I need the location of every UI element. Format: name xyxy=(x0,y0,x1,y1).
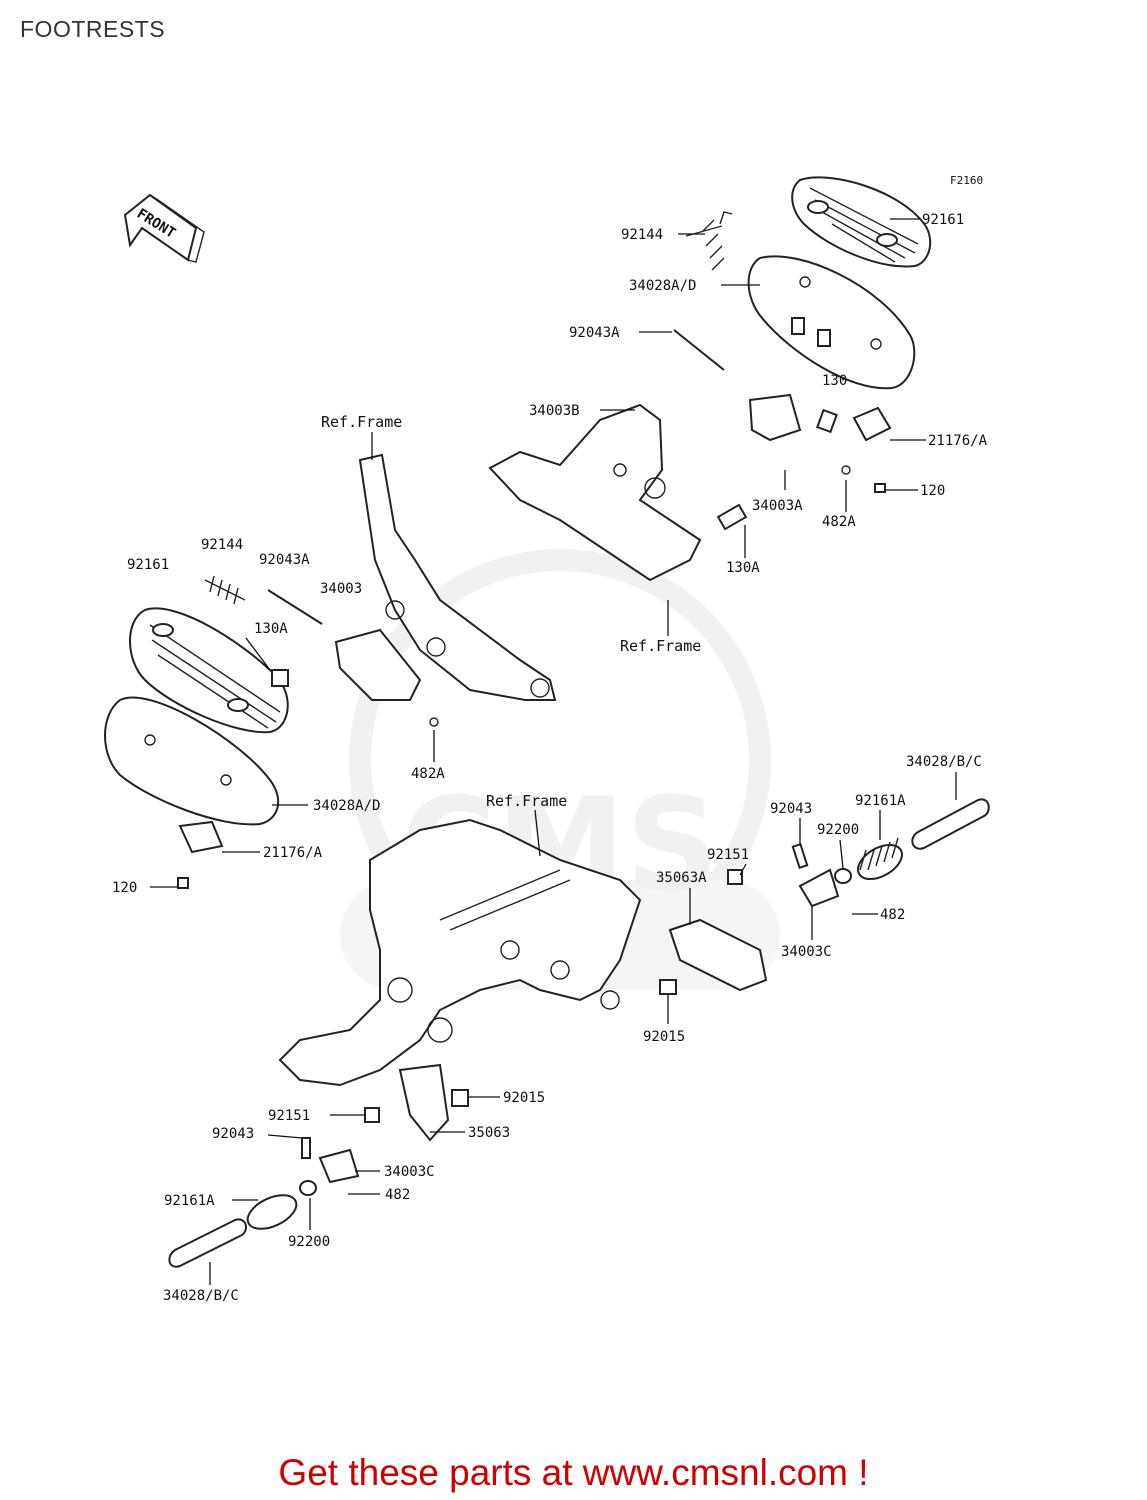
leader-lines xyxy=(150,218,957,1285)
frame-lower xyxy=(278,818,642,1087)
upper-bracket-34003B xyxy=(488,393,851,582)
callout-label: 34003C xyxy=(384,1164,435,1180)
front-arrow-icon: FRONT xyxy=(123,193,205,263)
callout-label: 34003 xyxy=(320,581,362,597)
page-title: FOOTRESTS xyxy=(20,16,166,42)
callout-label: 92161A xyxy=(855,793,906,809)
callout-label: 130A xyxy=(726,560,760,576)
callout-label: 130 xyxy=(822,373,847,389)
callout-label: 92161 xyxy=(922,212,964,228)
upper-spring-92144 xyxy=(685,211,733,271)
callout-label: 21176/A xyxy=(928,433,988,449)
left-pin-92043A xyxy=(267,589,323,625)
callout-label: 34028/B/C xyxy=(906,754,982,770)
callout-label: 130A xyxy=(254,621,288,637)
callout-label: 34003B xyxy=(529,403,580,419)
callout-label: 92015 xyxy=(643,1029,685,1045)
callout-label: 92151 xyxy=(707,847,749,863)
ref-frame-label-lower: Ref.Frame xyxy=(486,792,567,810)
callout-label: 35063 xyxy=(468,1125,510,1141)
upper-right-floorboard xyxy=(747,176,932,493)
callout-label: 120 xyxy=(112,880,137,896)
callout-label: 482A xyxy=(822,514,856,530)
callout-label: 92144 xyxy=(621,227,663,243)
callout-label: 92043 xyxy=(212,1126,254,1142)
callout-label: 34028/B/C xyxy=(163,1288,239,1304)
callout-label: 92043A xyxy=(259,552,310,568)
callout-label: 92043 xyxy=(770,801,812,817)
callout-label: 92161A xyxy=(164,1193,215,1209)
right-footpeg xyxy=(659,798,990,995)
callout-label: 34003C xyxy=(781,944,832,960)
callout-label: 482 xyxy=(385,1187,410,1203)
upper-pin-92043A xyxy=(673,329,725,371)
figure-code: F2160 xyxy=(950,174,983,187)
callout-label: 21176/A xyxy=(263,845,323,861)
callout-label: 35063A xyxy=(656,870,707,886)
callout-label: 92161 xyxy=(127,557,169,573)
callout-label: 92200 xyxy=(817,822,859,838)
left-spring-92144 xyxy=(204,575,246,605)
promo-footer-text: Get these parts at www.cmsnl.com ! xyxy=(278,1452,869,1493)
callout-label: 92144 xyxy=(201,537,243,553)
callout-label: 482 xyxy=(880,907,905,923)
callout-labels: 92144 92161 34028A/D 92043A 34003B 130 2… xyxy=(112,212,988,1304)
frame-upper xyxy=(358,453,557,701)
callout-label: 482A xyxy=(411,766,445,782)
ref-frame-label-middle: Ref.Frame xyxy=(620,637,701,655)
ref-frame-label-upper: Ref.Frame xyxy=(321,413,402,431)
callout-label: 92151 xyxy=(268,1108,310,1124)
callout-label: 34028A/D xyxy=(629,278,696,294)
callout-label: 34003A xyxy=(752,498,803,514)
left-footpeg xyxy=(168,1063,469,1268)
callout-label: 34028A/D xyxy=(313,798,380,814)
callout-label: 92015 xyxy=(503,1090,545,1106)
left-floorboard xyxy=(104,607,439,889)
callout-label: 120 xyxy=(920,483,945,499)
callout-label: 92043A xyxy=(569,325,620,341)
callout-label: 92200 xyxy=(288,1234,330,1250)
